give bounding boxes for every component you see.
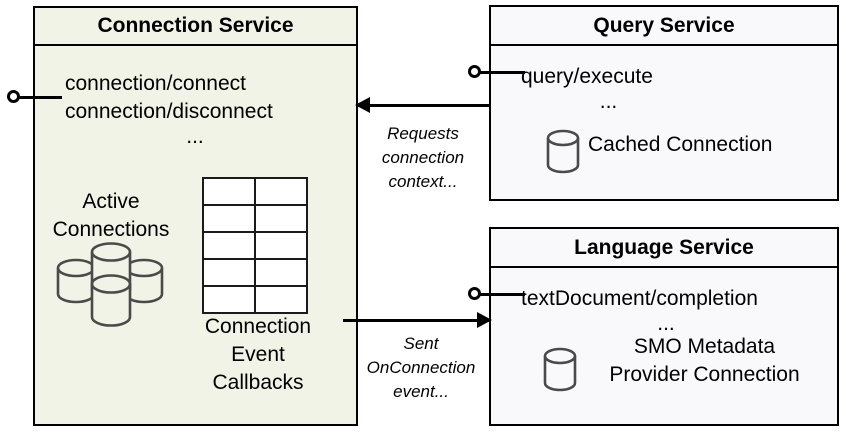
database-cluster-icon bbox=[52, 238, 170, 330]
component-query-service[interactable]: Query Service query/execute ... bbox=[489, 5, 839, 201]
table-cell bbox=[254, 258, 308, 287]
interface-ball-icon bbox=[7, 90, 20, 103]
interface-stem bbox=[479, 71, 525, 74]
connector-label-line3: context... bbox=[388, 172, 458, 191]
table-cell bbox=[202, 258, 256, 287]
operation-ellipsis-language-service: ... bbox=[657, 312, 675, 335]
interface-stem bbox=[18, 96, 62, 99]
caption-callbacks-line2: Event bbox=[231, 343, 285, 366]
connector-label-requests-connection-context: Requests connection context... bbox=[363, 122, 483, 194]
table-cell bbox=[254, 204, 308, 233]
table-row bbox=[202, 177, 308, 206]
connector-label-line3: event... bbox=[393, 382, 449, 401]
caption-callbacks-line3: Callbacks bbox=[212, 371, 304, 394]
table-row bbox=[202, 204, 308, 233]
caption-connection-event-callbacks: Connection Event Callbacks bbox=[192, 313, 324, 397]
component-language-service[interactable]: Language Service textDocument/completion… bbox=[489, 227, 839, 426]
interface-ball-icon bbox=[468, 65, 481, 78]
caption-active-connections: Active Connections bbox=[36, 188, 186, 244]
connector-line-requests-connection-context bbox=[357, 104, 491, 107]
component-body-language-service: textDocument/completion ... bbox=[491, 268, 837, 424]
operation-ellipsis-query-service: ... bbox=[599, 90, 618, 113]
cached-connection-database-icon bbox=[543, 126, 583, 178]
connector-line-sent-onconnection-event bbox=[343, 319, 491, 322]
connector-label-sent-onconnection-event: Sent OnConnection event... bbox=[357, 332, 485, 404]
operation-list-language-service: textDocument/completion ... bbox=[521, 285, 811, 335]
table-cell bbox=[202, 285, 256, 314]
component-connection-service[interactable]: Connection Service connection/connect co… bbox=[33, 6, 358, 426]
table-cell bbox=[254, 177, 308, 206]
label-smo-line2: Provider Connection bbox=[609, 363, 800, 386]
operation-list-query-service: query/execute ... bbox=[521, 63, 696, 113]
smo-metadata-database-icon bbox=[540, 344, 580, 396]
connector-label-line2: OnConnection bbox=[366, 358, 476, 377]
table-row bbox=[202, 285, 308, 314]
table-cell bbox=[202, 231, 256, 260]
operation-list-connection-service: connection/connect connection/disconnect… bbox=[65, 70, 325, 148]
component-body-connection-service: connection/connect connection/disconnect… bbox=[35, 46, 356, 424]
arrow-head-right-icon bbox=[477, 312, 492, 328]
caption-callbacks-line1: Connection bbox=[204, 315, 312, 338]
label-smo-metadata-provider-connection: SMO Metadata Provider Connection bbox=[592, 333, 817, 389]
operation-ellipsis-connection-service: ... bbox=[186, 125, 204, 148]
component-title-connection-service: Connection Service bbox=[35, 8, 356, 46]
arrow-head-left-icon bbox=[355, 97, 370, 113]
connector-label-line1: Requests bbox=[387, 124, 459, 143]
interface-stem bbox=[479, 293, 525, 296]
operation-query-execute: query/execute bbox=[521, 65, 653, 88]
component-title-language-service: Language Service bbox=[491, 229, 837, 268]
operation-connection-connect: connection/connect bbox=[65, 72, 246, 95]
component-body-query-service: query/execute ... bbox=[491, 46, 837, 199]
table-cell bbox=[254, 285, 308, 314]
connector-label-line1: Sent bbox=[403, 334, 439, 353]
component-title-query-service: Query Service bbox=[491, 7, 837, 46]
label-smo-line1: SMO Metadata bbox=[633, 335, 776, 358]
caption-active-connections-line1: Active bbox=[82, 190, 140, 213]
table-cell bbox=[202, 177, 256, 206]
table-row bbox=[202, 231, 308, 260]
interface-ball-icon bbox=[468, 287, 481, 300]
table-cell bbox=[254, 231, 308, 260]
table-row bbox=[202, 258, 308, 287]
connector-label-line2: connection bbox=[381, 148, 465, 167]
operation-connection-disconnect: connection/disconnect bbox=[65, 100, 273, 123]
caption-active-connections-line2: Connections bbox=[52, 218, 170, 241]
connection-event-callbacks-table bbox=[202, 177, 308, 314]
label-cached-connection: Cached Connection bbox=[588, 133, 773, 156]
operation-textdocument-completion: textDocument/completion bbox=[521, 287, 758, 310]
table-cell bbox=[202, 204, 256, 233]
